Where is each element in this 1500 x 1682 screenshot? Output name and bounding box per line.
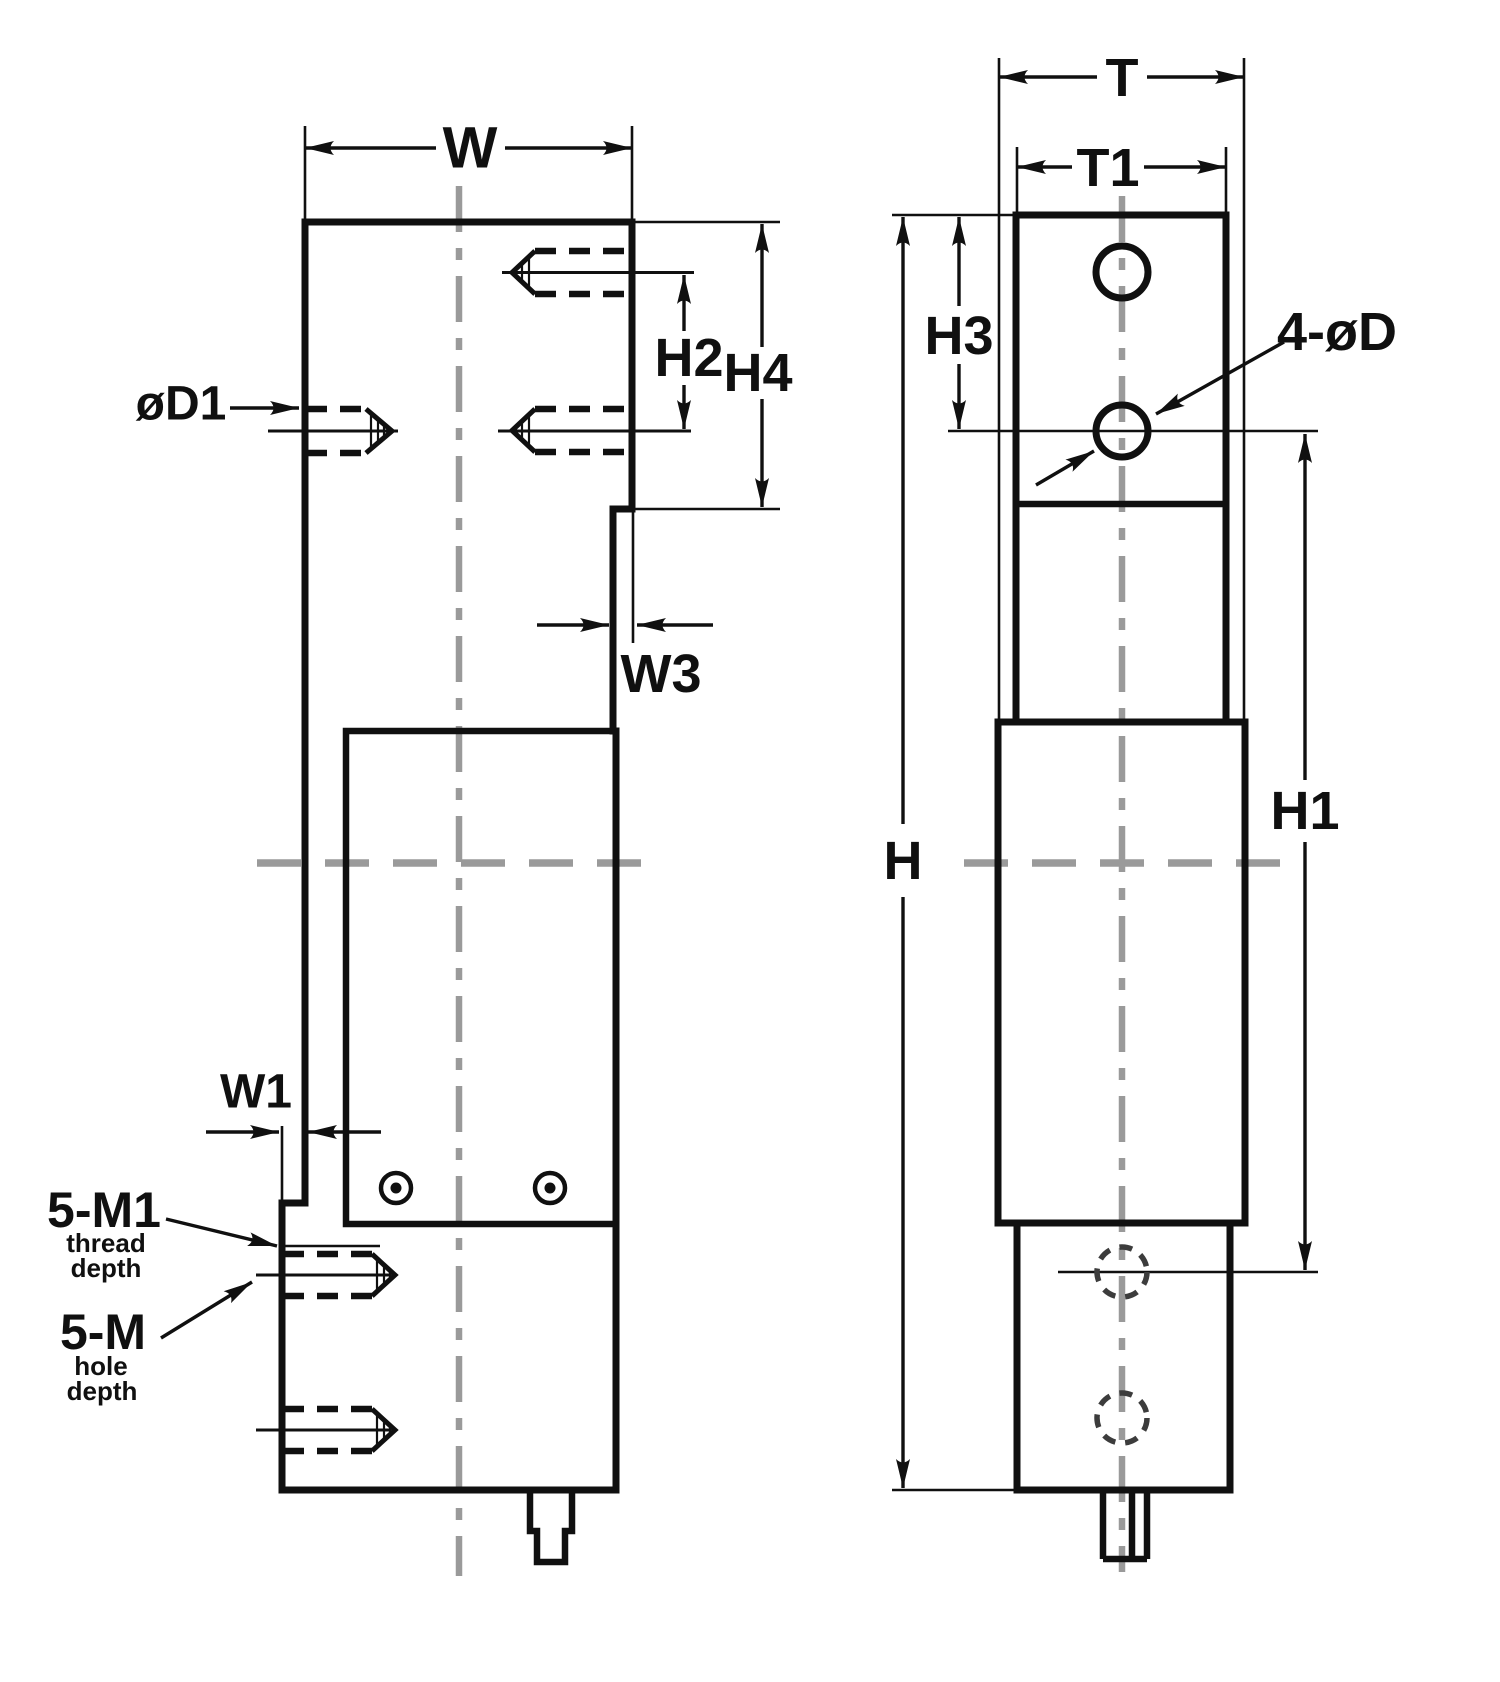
label-5m1: 5-M1	[47, 1182, 161, 1238]
side-cable-gland	[1099, 1490, 1151, 1563]
label-h2: H2	[654, 328, 723, 388]
front-cable-gland	[526, 1490, 576, 1566]
dim-h1: H1	[1270, 434, 1340, 1270]
callout-5m1: 5-M1 thread depth	[47, 1182, 278, 1283]
callout-4d: 4-øD	[1035, 302, 1397, 487]
callout-d1: øD1	[136, 378, 299, 431]
thread-hole-upper-right-1	[502, 247, 694, 298]
callout-5m: 5-M hole depth	[60, 1280, 253, 1406]
label-d1: øD1	[136, 378, 227, 431]
drill-cone	[370, 1252, 399, 1298]
label-w: W	[443, 116, 498, 181]
thread-hole-lower-left-1	[256, 1244, 399, 1300]
thread-hole-lower-left-2	[256, 1405, 399, 1455]
label-5m: 5-M	[60, 1304, 146, 1360]
label-h4: H4	[723, 343, 792, 403]
label-5m-note2: depth	[67, 1376, 138, 1406]
thread-hole-upper-left	[268, 405, 398, 457]
front-view: W H2 H4 W3 W1	[47, 116, 793, 1576]
seal-screw-left	[378, 1170, 414, 1206]
dim-w: W	[303, 116, 634, 219]
mounting-hole-top-2	[1092, 401, 1152, 461]
label-5m1-note1: thread	[66, 1228, 145, 1258]
label-h1: H1	[1270, 781, 1339, 841]
side-view: T T1 H3 H H1	[884, 48, 1397, 1572]
hidden-hole-bottom-1	[1094, 1244, 1150, 1300]
thread-hole-upper-right-2	[498, 405, 691, 456]
seal-screw-ring	[378, 1170, 414, 1206]
label-h: H	[884, 831, 923, 891]
label-h3: H3	[924, 306, 993, 366]
front-pocket-outline	[342, 727, 616, 1228]
label-5m1-note2: depth	[71, 1253, 142, 1283]
label-5m-note1: hole	[74, 1351, 127, 1381]
side-lower-block	[1013, 1223, 1234, 1494]
dim-h2: H2	[654, 275, 724, 429]
hidden-hole-bottom-2	[1094, 1390, 1150, 1446]
label-t: T	[1106, 48, 1139, 108]
label-w3: W3	[621, 644, 702, 704]
dim-h3: H3	[924, 217, 994, 429]
seal-screw-ring	[532, 1170, 568, 1206]
side-middle-block	[994, 718, 1249, 1227]
label-t1: T1	[1076, 138, 1139, 198]
mounting-hole-top-1	[1092, 242, 1152, 302]
dim-h4: H4	[634, 220, 793, 511]
label-4d: 4-øD	[1277, 302, 1397, 362]
side-upper-block	[1012, 211, 1230, 722]
dim-t1: T1	[1015, 138, 1228, 214]
seal-screw-right	[532, 1170, 568, 1206]
label-w1: W1	[220, 1066, 292, 1119]
drill-cone	[370, 1407, 399, 1453]
dim-t: T	[997, 48, 1246, 721]
dim-w3: W3	[537, 512, 713, 704]
seal-screw-dot	[544, 1182, 556, 1194]
dim-h: H	[884, 217, 923, 1488]
seal-screw-dot	[390, 1182, 402, 1194]
dim-w1: W1	[206, 1066, 381, 1200]
